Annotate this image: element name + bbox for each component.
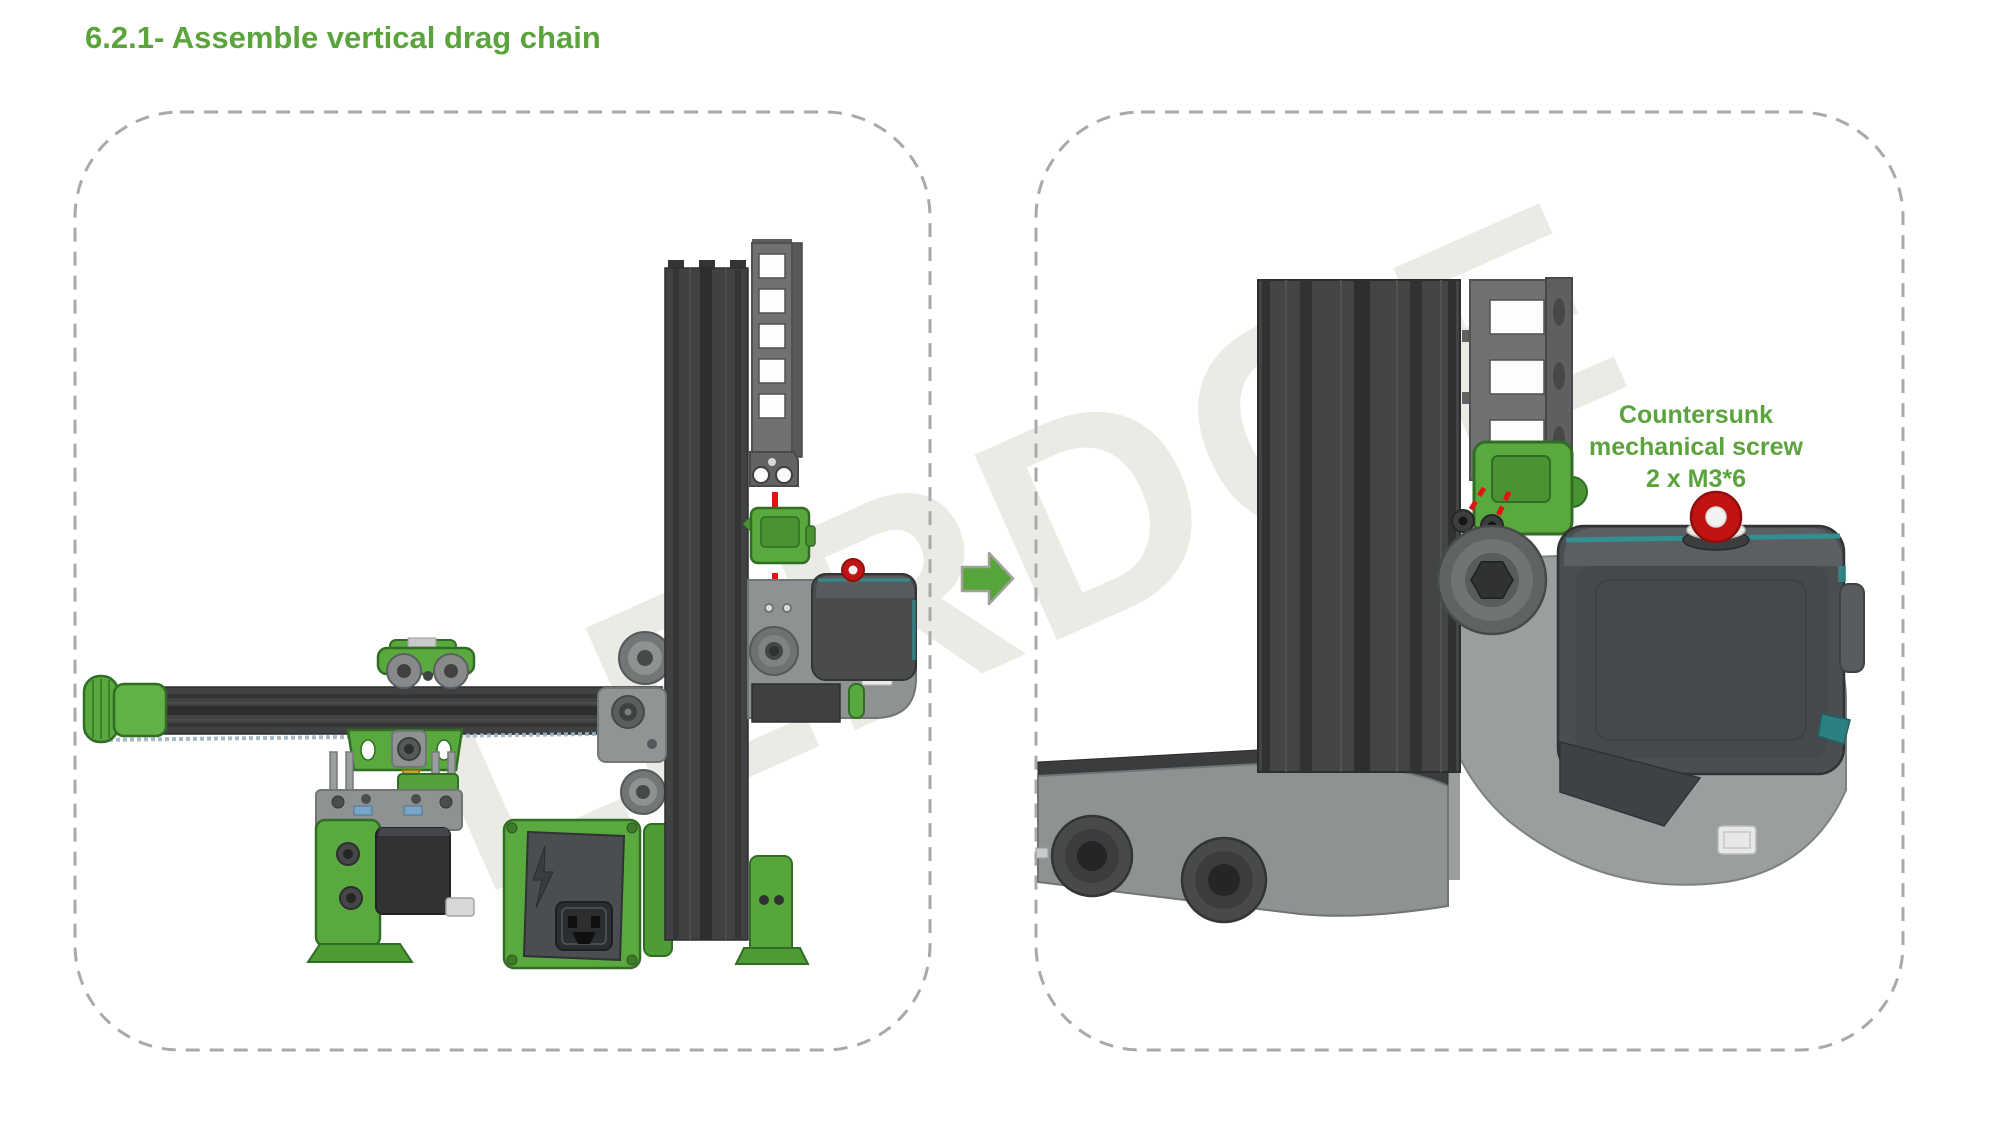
extruder-assembly [306, 818, 475, 963]
hex-bolt [1436, 524, 1548, 636]
belt [94, 732, 601, 742]
left-illustration [82, 239, 917, 970]
drag-chain [749, 239, 803, 487]
chain-anchor-bracket [734, 855, 810, 965]
x-carriage [376, 637, 476, 689]
chain-mount [743, 506, 816, 565]
x-motor-assembly [747, 558, 917, 723]
gantry-link-plate [597, 687, 667, 763]
annotation-line-3: 2 x M3*6 [1645, 465, 1747, 493]
extruder-motor [375, 827, 451, 915]
annotation-line-2: mechanical screw [1588, 433, 1803, 461]
z-motor-zoom [1556, 524, 1865, 827]
right-panel-border [1034, 110, 1905, 1052]
page-title: 6.2.1- Assemble vertical drag chain [85, 20, 601, 55]
connector-block [1717, 825, 1757, 855]
countersunk-screw-highlight [1682, 490, 1750, 551]
x-extrusion [84, 686, 663, 735]
screw-annotation: Countersunk mechanical screw 2 x M3*6 [1576, 399, 1816, 495]
z-carriage-wheels [618, 631, 672, 815]
vertical-extrusion-zoom [1257, 279, 1461, 773]
red-guide-line-right [1494, 490, 1512, 520]
right-illustration [1035, 277, 1865, 924]
teal-part [1817, 713, 1851, 745]
vertical-extrusion [664, 260, 749, 941]
connector-block-inner [1723, 831, 1751, 849]
tension-knob [82, 674, 168, 744]
iec-power-socket [555, 901, 613, 951]
lightning-icon [532, 845, 554, 909]
power-inlet-box [502, 818, 642, 970]
left-panel-border [73, 110, 932, 1052]
annotation-line-1: Countersunk [1618, 401, 1774, 429]
right-arrow-icon [960, 551, 1015, 606]
red-guide-line-left [1465, 486, 1487, 516]
